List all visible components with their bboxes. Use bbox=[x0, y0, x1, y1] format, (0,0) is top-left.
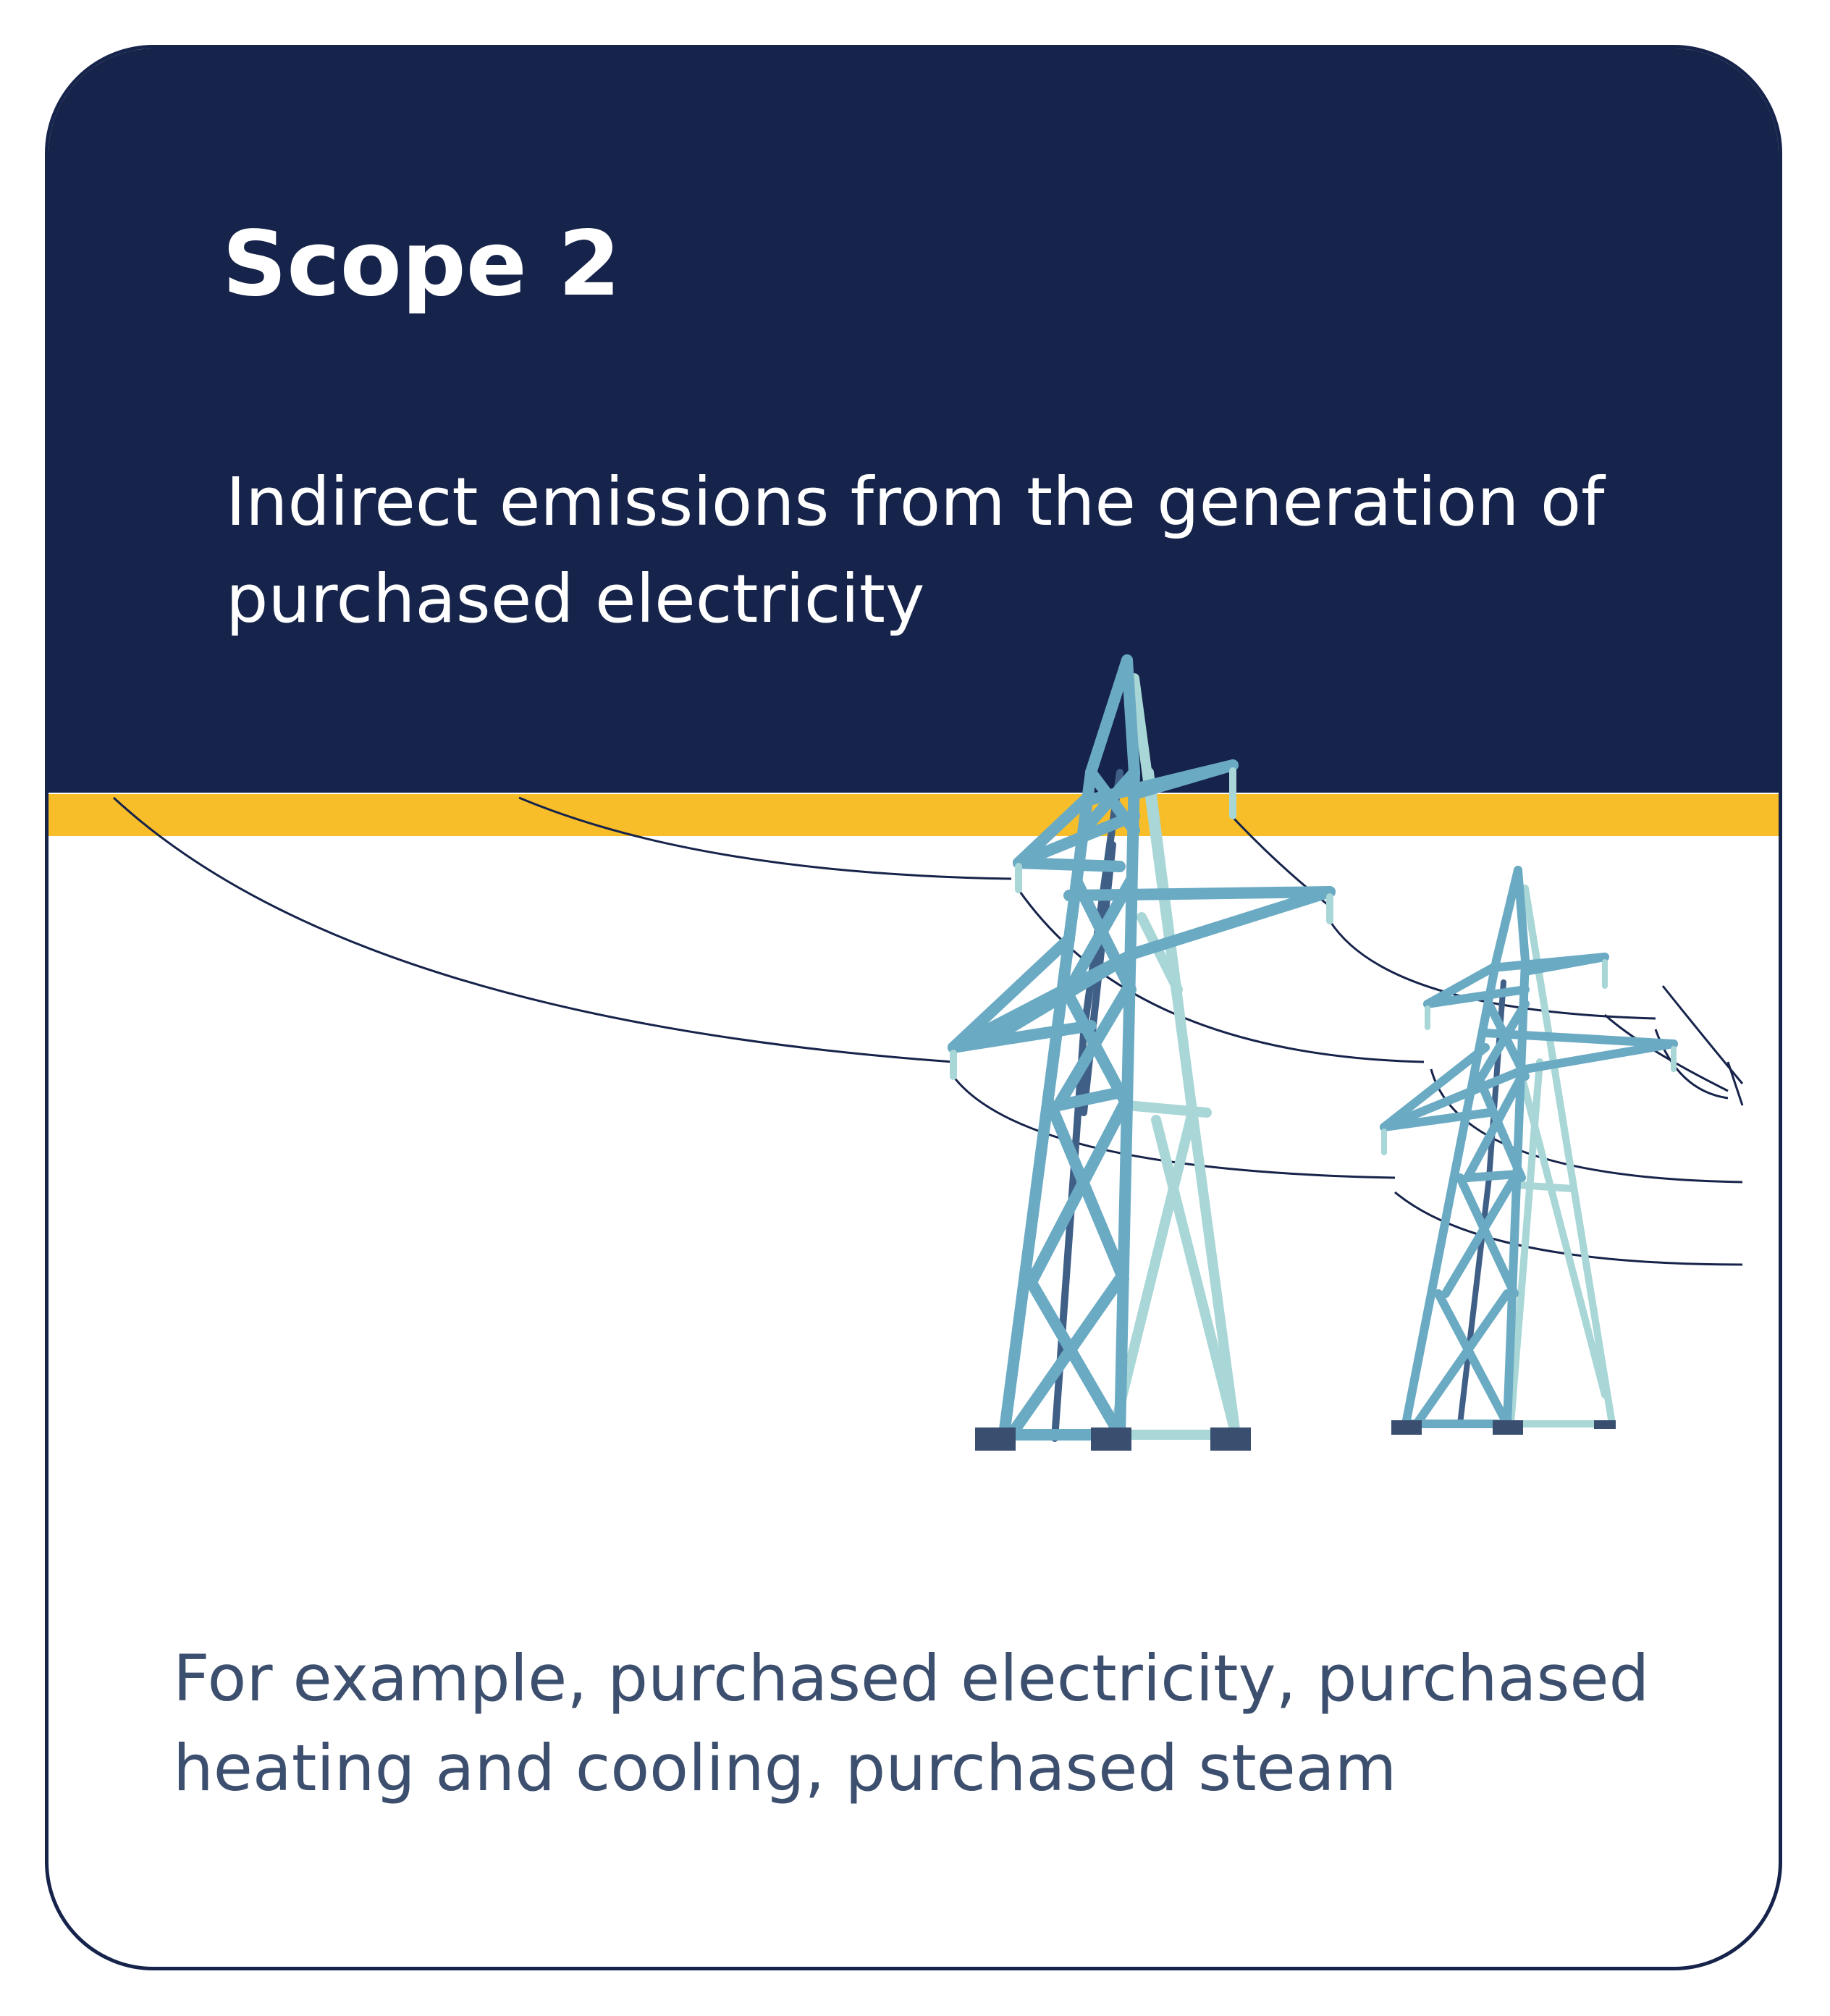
accent-stripe bbox=[49, 794, 1779, 836]
wire bbox=[1430, 1068, 1743, 1184]
pylon-small bbox=[1380, 866, 1678, 1435]
scope-card: Scope 2 Indirect emissions from the gene… bbox=[45, 45, 1782, 1970]
wire bbox=[1726, 1061, 1744, 1106]
card-subtitle: Indirect emissions from the generation o… bbox=[226, 463, 1605, 638]
card-example-text: For example, purchased electricity, purc… bbox=[173, 1641, 1650, 1805]
pylon-large bbox=[948, 654, 1336, 1451]
wire bbox=[1661, 985, 1744, 1084]
wire bbox=[518, 796, 1012, 880]
wire bbox=[952, 1076, 1396, 1179]
card-title: Scope 2 bbox=[222, 212, 621, 316]
wire bbox=[112, 796, 954, 1063]
card-header bbox=[49, 48, 1779, 793]
power-lines-illustration bbox=[112, 654, 1744, 1451]
wire bbox=[1328, 920, 1656, 1020]
